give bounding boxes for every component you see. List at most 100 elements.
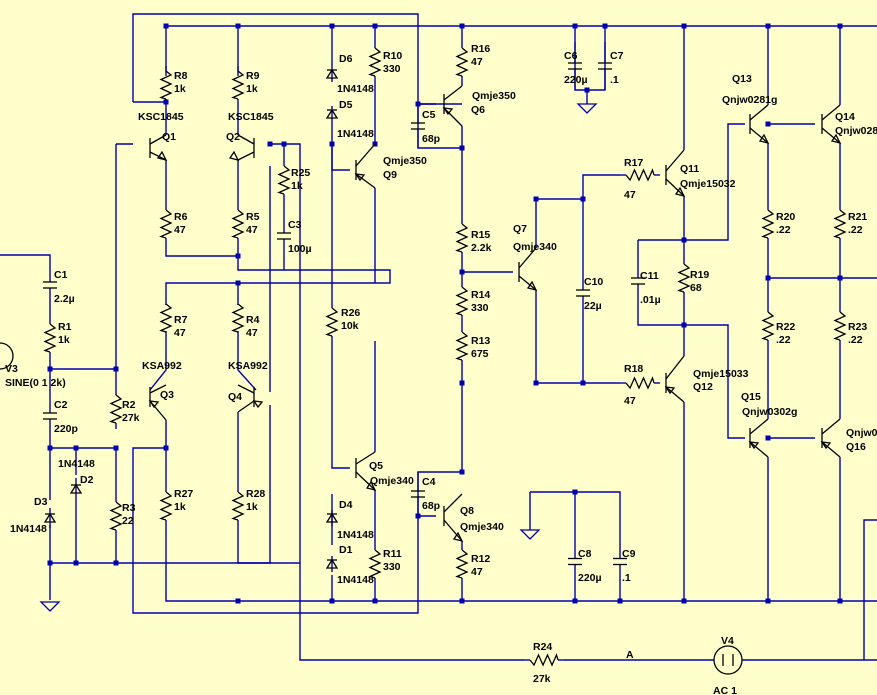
- capacitor-value: .01µ: [640, 294, 661, 306]
- resistor-ref: R2: [122, 399, 136, 411]
- capacitor-value: 220µ: [564, 74, 588, 86]
- transistor-q14: Q14Qnjw0281g: [821, 104, 877, 144]
- capacitor-c9: C9.1: [613, 545, 636, 584]
- capacitor-c7: C7 .1: [598, 42, 624, 90]
- resistor-ref: R11: [383, 548, 402, 560]
- transistor-value: Qmje350: [472, 90, 516, 102]
- junction-dot: [837, 598, 843, 604]
- diode-value: 1N4148: [10, 523, 47, 535]
- junction-dot: [602, 23, 608, 29]
- transistor-ref: Q4: [228, 391, 242, 403]
- capacitor-ref: C2: [54, 399, 68, 411]
- wire: [237, 331, 257, 391]
- junction-dot: [580, 196, 586, 202]
- transistor-ref: Q13: [732, 73, 752, 85]
- resistor-value: 2.2k: [471, 242, 492, 254]
- junction-dot: [459, 380, 465, 386]
- junction-dot: [372, 23, 378, 29]
- resistor-value: 47: [246, 327, 258, 339]
- transistor-value: Qmje340: [460, 521, 504, 533]
- junction-dot: [533, 380, 539, 386]
- junction-dot: [459, 598, 465, 604]
- junction-dot: [580, 380, 586, 386]
- resistor-ref: R17: [624, 157, 643, 169]
- capacitor-value: 68p: [422, 500, 440, 512]
- transistor-value: Qmje340: [370, 475, 414, 487]
- diode-value: 1N4148: [337, 574, 374, 586]
- resistor-value: 47: [246, 224, 258, 236]
- capacitor-ref: C11: [640, 270, 659, 282]
- wire: [270, 143, 301, 601]
- resistor-ref: R22: [776, 321, 795, 333]
- junction-dot: [765, 121, 771, 127]
- resistor-r20: R20.22: [761, 204, 795, 244]
- capacitor-value: 220µ: [578, 572, 602, 584]
- capacitor-ref: C8: [578, 548, 592, 560]
- wire: [331, 341, 350, 469]
- diode-ref: D3: [34, 496, 48, 508]
- wire: [637, 294, 684, 326]
- resistor-value: 1k: [58, 334, 70, 346]
- resistor-ref: R8: [174, 70, 188, 82]
- junction-dot: [572, 23, 578, 29]
- resistor-ref: R28: [246, 488, 265, 500]
- capacitor-value: .1: [610, 74, 619, 86]
- junction-dot: [765, 435, 771, 441]
- wire: [165, 526, 877, 602]
- resistor-value: 1k: [246, 501, 258, 513]
- wire: [237, 526, 300, 564]
- transistor-ref: Q5: [369, 460, 383, 472]
- capacitor-value: 68p: [422, 133, 440, 145]
- capacitor-c11: C11 .01µ: [631, 268, 661, 306]
- wire: [0, 254, 51, 270]
- resistor-ref: R3: [122, 502, 136, 514]
- resistor-ref: R10: [383, 50, 402, 62]
- junction-dot: [113, 445, 119, 451]
- resistor-ref: R24: [533, 641, 552, 653]
- junction-dot: [267, 141, 273, 147]
- transistor-ref: Q11: [680, 163, 699, 175]
- transistor-ref: Q16: [846, 441, 866, 453]
- resistor-ref: R6: [174, 211, 188, 223]
- transistor-value: Qmje15032: [680, 178, 736, 190]
- resistor-value: 1k: [246, 83, 258, 95]
- junction-dot: [459, 269, 465, 275]
- diode-ref: D5: [339, 99, 353, 111]
- wire: [684, 324, 745, 439]
- transistor-value: Qnjw0302g: [742, 406, 797, 418]
- junction-dot: [681, 23, 687, 29]
- junction-dot: [329, 598, 335, 604]
- capacitor-value: 2.2µ: [54, 293, 75, 305]
- junction-dot: [837, 23, 843, 29]
- resistor-value: 47: [174, 224, 186, 236]
- junction-dot: [459, 469, 465, 475]
- resistor-value: 47: [624, 395, 636, 407]
- net-label: A: [626, 649, 634, 661]
- capacitor-ref: C7: [610, 50, 624, 62]
- ground-symbol: [39, 601, 61, 612]
- transistor-value: Qnjw0281g: [835, 125, 877, 137]
- junction-dot: [73, 445, 79, 451]
- resistor-value: 27k: [122, 412, 140, 424]
- transistor-ref: Q9: [383, 169, 397, 181]
- resistor-value: 47: [471, 56, 483, 68]
- transistor-ref: Q3: [160, 389, 174, 401]
- resistor-ref: R19: [690, 269, 709, 281]
- resistor-ref: R7: [174, 314, 188, 326]
- transistor-value: Qmje350: [383, 155, 427, 167]
- resistor-ref: R13: [471, 335, 490, 347]
- resistor-ref: R25: [291, 167, 310, 179]
- wire: [50, 405, 271, 564]
- junction-dot: [765, 275, 771, 281]
- resistor-value: 675: [471, 348, 489, 360]
